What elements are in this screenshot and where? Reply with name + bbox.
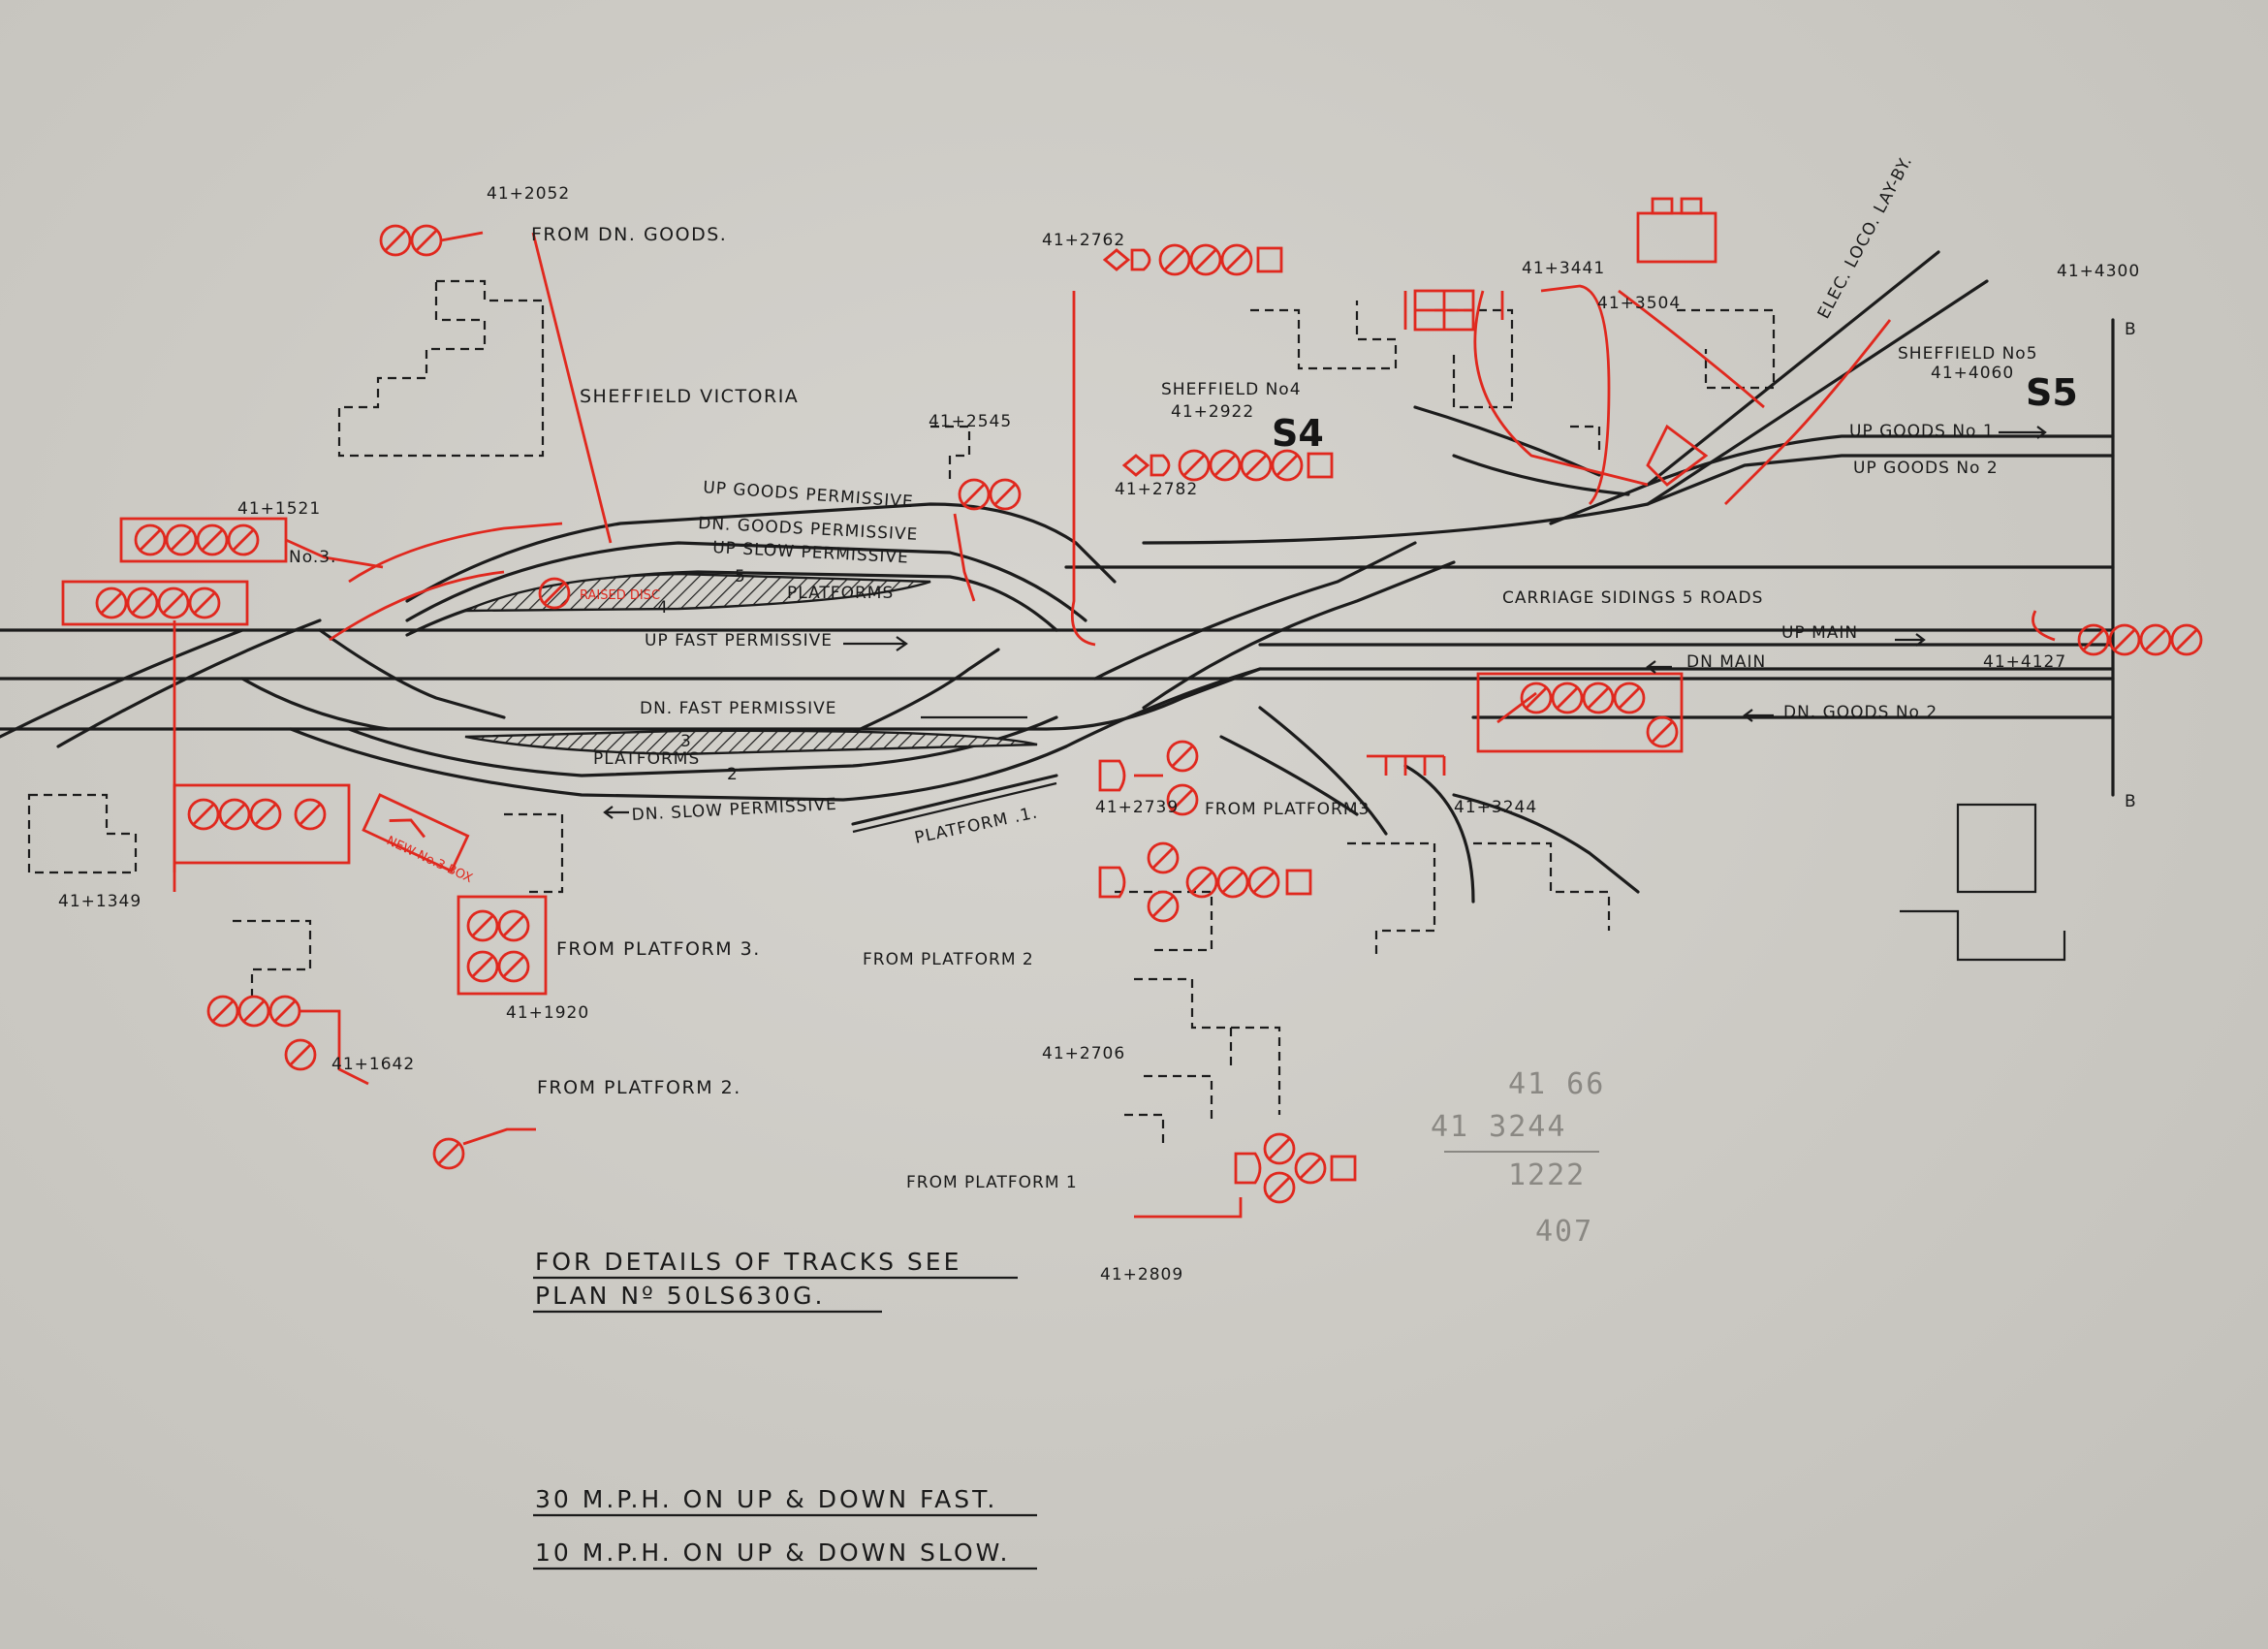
track-carriage-sidings: CARRIAGE SIDINGS 5 ROADS bbox=[1502, 588, 1763, 608]
mileage-4300: 41+4300 bbox=[2057, 262, 2140, 281]
track-dn-goods-2: DN. GOODS No 2 bbox=[1783, 703, 1937, 722]
signal-panel-3244 bbox=[1476, 672, 1684, 753]
raised-disc-label: RAISED DISC bbox=[580, 588, 660, 603]
pencil-line-2: 41 3244 bbox=[1431, 1110, 1566, 1144]
track-dn-main: DN MAIN bbox=[1686, 652, 1766, 672]
pencil-line-1: 41 66 bbox=[1508, 1067, 1605, 1101]
speed-note-fast: 30 M.P.H. ON UP & DOWN FAST. bbox=[535, 1485, 997, 1513]
edge-marker-bottom: B bbox=[2125, 792, 2137, 811]
mileage-2809: 41+2809 bbox=[1100, 1265, 1183, 1284]
signal-2782 bbox=[1121, 449, 1334, 482]
route-from-platform-1-mid: FROM PLATFORM 1 bbox=[906, 1173, 1078, 1192]
mileage-2706: 41+2706 bbox=[1042, 1044, 1125, 1063]
track-dn-fast-permissive: DN. FAST PERMISSIVE bbox=[640, 699, 837, 718]
box-s4-mileage: 41+2922 bbox=[1171, 402, 1254, 422]
labels: SHEFFIELD VICTORIA FROM DN. GOODS. 41+20… bbox=[58, 153, 2140, 1284]
route-from-platform-2-mid: FROM PLATFORM 2 bbox=[863, 950, 1034, 969]
signal-4127 bbox=[2032, 610, 2203, 656]
track-up-fast-permissive: UP FAST PERMISSIVE bbox=[645, 631, 833, 650]
box-s5-mileage: 41+4060 bbox=[1931, 364, 2014, 383]
mileage-2739: 41+2739 bbox=[1095, 798, 1179, 817]
box-no3-label: No.3. bbox=[289, 548, 336, 567]
elec-loco-layby: ELEC. LOCO. LAY-BY. bbox=[1814, 153, 1917, 323]
box-s4-name: SHEFFIELD No4 bbox=[1161, 380, 1302, 399]
platform-num-2: 2 bbox=[727, 765, 739, 784]
signal-from-platform-2-left bbox=[432, 1127, 536, 1170]
route-from-platform-2-left: FROM PLATFORM 2. bbox=[537, 1077, 741, 1098]
platform-num-4: 4 bbox=[657, 598, 669, 618]
pencil-line-4: 407 bbox=[1535, 1215, 1593, 1249]
mileage-2762: 41+2762 bbox=[1042, 231, 1125, 250]
new-no3-box bbox=[362, 793, 470, 873]
elec-loco-building bbox=[1618, 197, 1765, 409]
signal-2762 bbox=[1102, 243, 1283, 276]
notes: FOR DETAILS OF TRACKS SEE PLAN Nº 50LS63… bbox=[533, 1248, 1037, 1570]
mileage-3441: 41+3441 bbox=[1522, 259, 1605, 278]
platform-islands bbox=[464, 572, 1038, 756]
platform-num-5: 5 bbox=[735, 567, 746, 587]
signal-from-platform-1-mid bbox=[1134, 1132, 1357, 1219]
signal-panel-lower-left bbox=[173, 783, 351, 892]
signal-cluster-1521 bbox=[119, 517, 384, 569]
lower-platform-island bbox=[464, 729, 1038, 756]
edge-marker-top: B bbox=[2125, 320, 2137, 339]
station-title: SHEFFIELD VICTORIA bbox=[580, 386, 799, 407]
platform-1-label: PLATFORM .1. bbox=[913, 803, 1040, 847]
platforms-upper-label: PLATFORMS bbox=[787, 584, 894, 603]
mileage-4127: 41+4127 bbox=[1983, 652, 2066, 672]
station-lines bbox=[0, 502, 1640, 904]
mileage-2782: 41+2782 bbox=[1115, 480, 1198, 499]
platform-num-3: 3 bbox=[680, 732, 692, 751]
building-outlines bbox=[27, 279, 2066, 1144]
details-note-line2: PLAN Nº 50LS630G. bbox=[535, 1282, 825, 1310]
direction-arrows bbox=[603, 426, 2047, 819]
route-from-platform-3-mid: FROM PLATFORM3 bbox=[1205, 800, 1370, 819]
track-up-goods-2: UP GOODS No 2 bbox=[1853, 459, 1999, 478]
mileage-2545: 41+2545 bbox=[929, 412, 1012, 431]
signal-from-platform-2-mid bbox=[1098, 841, 1312, 923]
track-up-main: UP MAIN bbox=[1781, 623, 1858, 643]
mileage-1642: 41+1642 bbox=[331, 1055, 415, 1074]
track-dn-slow-permissive: DN. SLOW PERMISSIVE bbox=[631, 795, 837, 825]
box-s5-code: S5 bbox=[2026, 371, 2078, 414]
mileage-3504: 41+3504 bbox=[1597, 294, 1681, 313]
signal-2545 bbox=[953, 478, 1022, 602]
track-up-goods-permissive: UP GOODS PERMISSIVE bbox=[703, 478, 915, 512]
platforms-lower-label: PLATFORMS bbox=[593, 749, 700, 769]
speed-note-slow: 10 M.P.H. ON UP & DOWN SLOW. bbox=[535, 1538, 1010, 1567]
signal-from-dn-goods bbox=[379, 224, 484, 257]
box-s4-code: S4 bbox=[1272, 412, 1324, 455]
signal-3244-shunt bbox=[1367, 754, 1446, 776]
signal-from-platform-3-mid bbox=[1098, 740, 1199, 816]
route-from-dn-goods: FROM DN. GOODS. bbox=[531, 224, 727, 245]
signal-from-platform-3-left bbox=[457, 895, 548, 996]
pencil-arithmetic: 41 66 41 3244 1222 407 bbox=[1431, 1067, 1605, 1249]
route-from-platform-3-left: FROM PLATFORM 3. bbox=[556, 938, 761, 960]
mileage-2052: 41+2052 bbox=[487, 184, 570, 204]
signal-cluster-s-left bbox=[61, 580, 249, 626]
mileage-1920: 41+1920 bbox=[506, 1003, 589, 1023]
signal-1642 bbox=[206, 995, 369, 1086]
mileage-1349: 41+1349 bbox=[58, 892, 142, 911]
mileage-1521: 41+1521 bbox=[237, 499, 321, 519]
signal-3441-cluster bbox=[1403, 284, 1649, 505]
mileage-3244: 41+3244 bbox=[1454, 798, 1537, 817]
track-up-goods-1: UP GOODS No 1 bbox=[1849, 422, 1995, 441]
upper-platform-island bbox=[464, 572, 931, 613]
box-s5-name: SHEFFIELD No5 bbox=[1898, 344, 2038, 364]
new-no3-box-label: NEW No.3 BOX bbox=[384, 834, 474, 886]
signal-groups bbox=[61, 197, 2203, 1219]
details-note-line1: FOR DETAILS OF TRACKS SEE bbox=[535, 1248, 961, 1276]
pencil-line-3: 1222 bbox=[1508, 1158, 1586, 1192]
